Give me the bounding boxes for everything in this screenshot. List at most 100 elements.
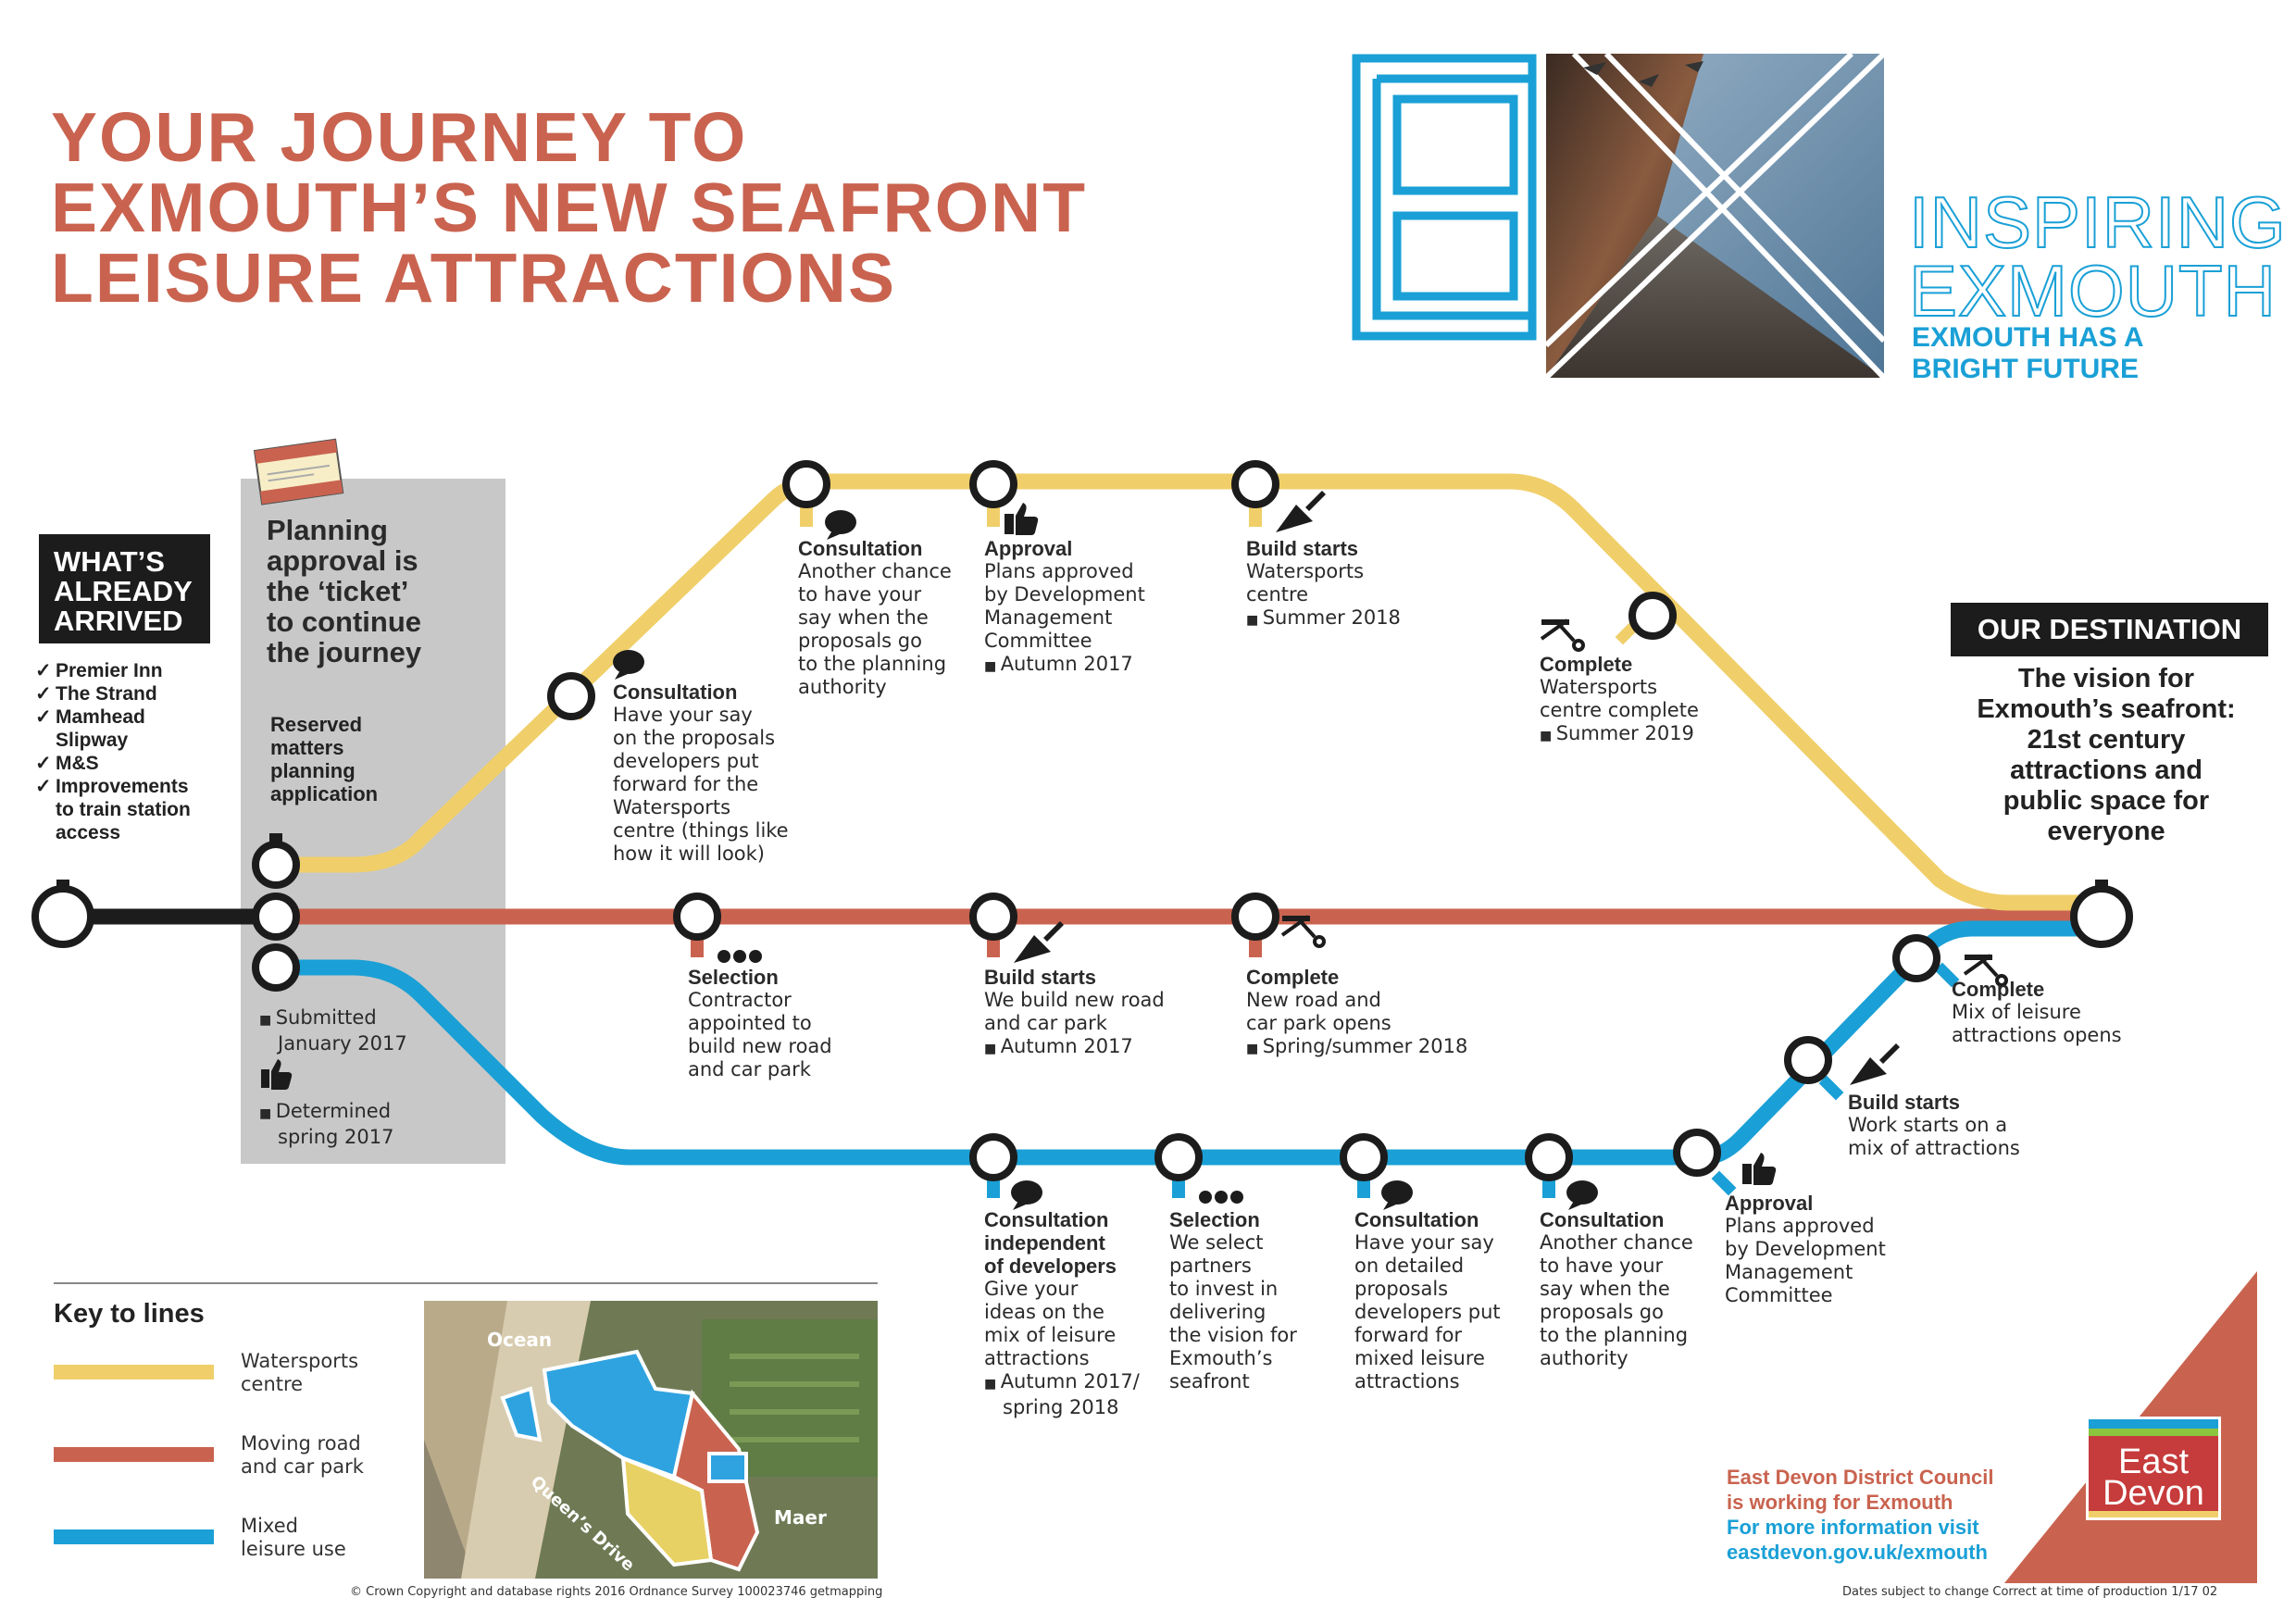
brand-line: INSPIRING [1908,181,2287,263]
ticket-heading: Planning approval is the ‘ticket’ to con… [267,515,421,668]
stop-date: Autumn 2017/ [984,1370,1140,1396]
key-text: Moving road [241,1432,361,1454]
key-text: centre [241,1373,304,1395]
stop-line: We select [1169,1231,1264,1254]
check-item: Premier Inn [35,659,191,682]
speech-bubble-icons [613,510,1598,1210]
stop-heading: Approval [1725,1192,1814,1215]
logo-stripe-blue [2089,1419,2218,1429]
blue-stop-consultation-2: Consultation Have your say on detailed p… [1354,1208,1501,1393]
key-text: and car park [241,1455,364,1478]
stop-line: authority [1540,1347,1628,1369]
stop-line: partners [1169,1255,1252,1277]
reserved-line: application [270,782,379,805]
logo-stripe-yellow [2089,1511,2218,1517]
footer-note: Dates subject to change Correct at time … [1842,1585,2218,1599]
council-line: For more information visit [1727,1516,1979,1539]
stop-date: Summer 2018 [1246,606,1401,632]
stop-line: Committee [1725,1284,1833,1306]
tagline-line: BRIGHT FUTURE [1912,354,2139,384]
stop-line: developers put [613,750,759,772]
stop-line: centre (things like [613,819,789,842]
collage-photo-diners [1546,216,1884,378]
destination-label: OUR DESTINATION [1951,603,2268,656]
dots-icons [718,950,1243,1204]
key-divider [54,1282,878,1284]
stop-line: proposals go [1540,1301,1664,1323]
logo-stripe-green [2089,1429,2218,1436]
stop-line: to the planning [798,653,947,675]
stop-line: Watersports [1246,560,1365,582]
stop-line: build new road [688,1035,832,1057]
yellow-stop-consultation-1: Consultation Have your say on the propos… [613,680,789,866]
brand-tagline: EXMOUTH HAS A BRIGHT FUTURE [1912,322,2144,385]
stop-line: attractions [1354,1370,1460,1392]
stop-heading: Build starts [1246,537,1359,560]
stop-line: developers put [1354,1301,1501,1323]
red-stop-selection: Selection Contractor appointed to build … [688,966,832,1081]
dest-line: Exmouth’s seafront: [1977,694,2236,724]
note-line: January 2017 [278,1032,407,1055]
blue-stop-approval: Approval Plans approved by Development M… [1725,1192,1886,1307]
label-line: ARRIVED [54,605,183,637]
stop-line: car park opens [1246,1012,1391,1034]
label-line: WHAT’S [54,545,165,578]
blue-stop-complete: Complete Mix of leisure attractions open… [1952,978,2122,1047]
collage-photo-people [1546,54,1703,378]
stop-line: Exmouth’s [1169,1347,1273,1369]
check-item-cont: to train station [56,799,191,820]
tagline-line: EXMOUTH HAS A [1912,322,2144,353]
stop-heading: Build starts [1848,1091,1961,1114]
stop-line: proposals go [798,630,922,652]
check-item: Mamhead [35,705,191,729]
ticket-line: the journey [267,636,422,668]
blue-line [268,920,2110,1166]
stop-heading: of developers [984,1255,1117,1278]
stop-line: by Development [1725,1238,1886,1260]
stop-line: appointed to [688,1012,812,1034]
stop-line: and car park [688,1058,811,1080]
title-line: EXMOUTH’S NEW SEAFRONT [51,169,1088,246]
stop-line: say when the [798,606,929,629]
map-label-ocean: Ocean [487,1329,553,1351]
check-item: M&S [35,752,191,775]
stop-line: Give your [984,1278,1079,1300]
dest-line: attractions and [2010,755,2202,785]
yellow-stop-build: Build starts Watersports centre Summer 2… [1246,537,1401,632]
aerial-site-map: Ocean Queen’s Drive Maer [424,1301,878,1579]
stop-heading: Complete [1246,966,1340,989]
stop-line: mixed leisure [1354,1347,1485,1369]
stop-line: Another chance [1540,1231,1693,1254]
stop-line: Watersports [1540,676,1658,698]
stop-heading: Consultation [1540,1208,1665,1231]
key-text: leisure use [241,1538,346,1560]
key-swatch-red [54,1447,214,1462]
stop-line: Plans approved [1725,1215,1875,1237]
stop-line: forward for the [613,773,759,795]
stop-line: to invest in [1169,1278,1279,1300]
red-stop-build: Build starts We build new road and car p… [984,966,1165,1061]
thumbs-up-icons [261,503,1777,1185]
yellow-stop-complete: Complete Watersports centre complete Sum… [1540,653,1699,748]
arrived-checklist: Premier Inn The Strand Mamhead Slipway M… [35,659,191,844]
map-label-maer: Maer [774,1506,827,1529]
stop-line: Management [984,606,1113,629]
stop-line: Contractor [688,989,792,1011]
reserved-line: Reserved [270,713,363,736]
dest-line: The vision for [2017,664,2195,693]
stop-heading: independent [984,1231,1105,1255]
title-line: YOUR JOURNEY TO [51,98,748,176]
trowel-icons [1014,491,1900,1085]
stop-line: seafront [1169,1370,1250,1392]
key-label-yellow: Watersports centre [241,1350,358,1396]
note-line: Submitted [259,1006,407,1032]
dest-line: public space for [2003,786,2210,816]
logo-text: Devon [2103,1474,2204,1513]
blue-stop-consultation-3: Consultation Another chance to have your… [1540,1208,1693,1370]
stop-line: proposals [1354,1278,1449,1300]
already-arrived-label: WHAT’S ALREADY ARRIVED [39,534,210,643]
stop-line: ideas on the [984,1301,1104,1323]
title-line: LEISURE ATTRACTIONS [51,239,896,317]
council-website-link[interactable]: eastdevon.gov.uk/exmouth [1727,1541,1988,1564]
